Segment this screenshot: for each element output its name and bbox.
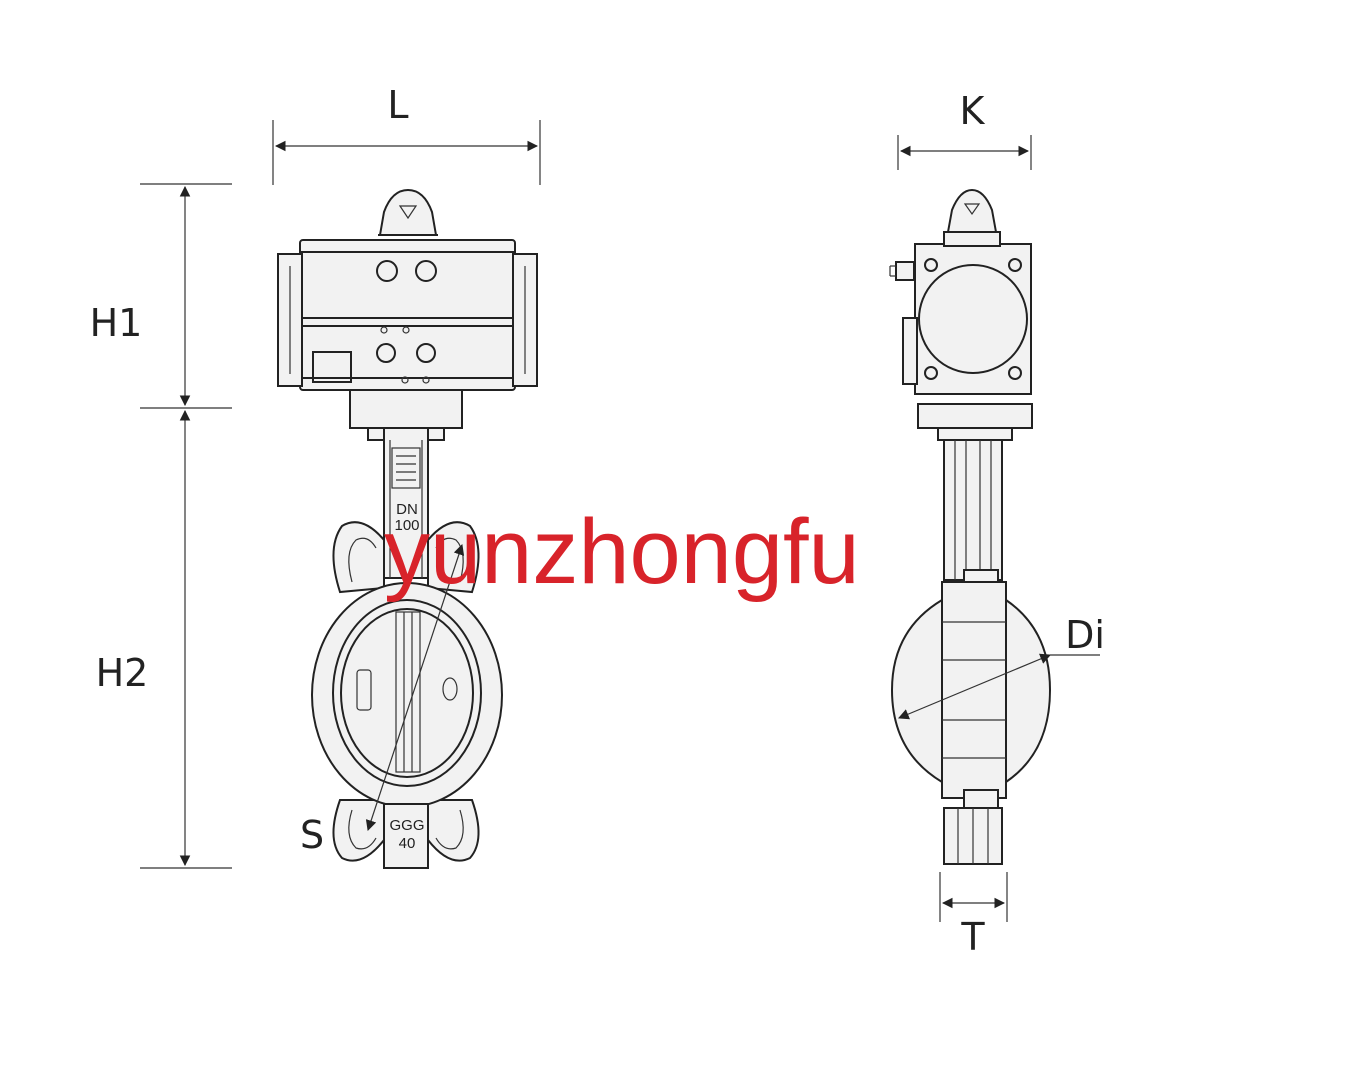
actuator-side [889,231,1032,395]
label-L: L [387,83,408,127]
port-icon [416,343,436,363]
valve-neck-side [943,439,1003,591]
actuator-front [277,239,538,391]
neck-marking-size: 100 [394,517,419,534]
dimension-T: T [939,872,1008,959]
port-icon [415,260,437,282]
lower-marking-number: 40 [399,835,416,852]
label-K: K [960,89,986,133]
label-T: T [960,915,985,959]
watermark: yunzhongfu [384,501,860,603]
position-indicator-side [944,188,1000,234]
valve-body-side [890,581,1052,865]
dimension-H: H1 H2 [90,183,232,869]
nameplate [312,351,352,383]
lower-marking-grade: GGG [389,817,424,834]
label-H1: H1 [90,301,143,345]
dimension-S: S [300,543,465,857]
front-view: L H1 H2 [90,83,541,869]
port-icon [376,343,396,363]
dimension-Di: Di [898,613,1105,720]
dimension-L: L [272,83,541,185]
mounting-bracket-side [917,403,1033,441]
port-icon [376,260,398,282]
position-indicator [378,188,438,236]
label-H2: H2 [96,651,149,695]
neck-marking-dn: DN [396,501,418,518]
dimension-K: K [897,89,1032,170]
side-view: K [889,89,1105,959]
label-S: S [300,813,324,857]
label-Di: Di [1065,613,1105,657]
